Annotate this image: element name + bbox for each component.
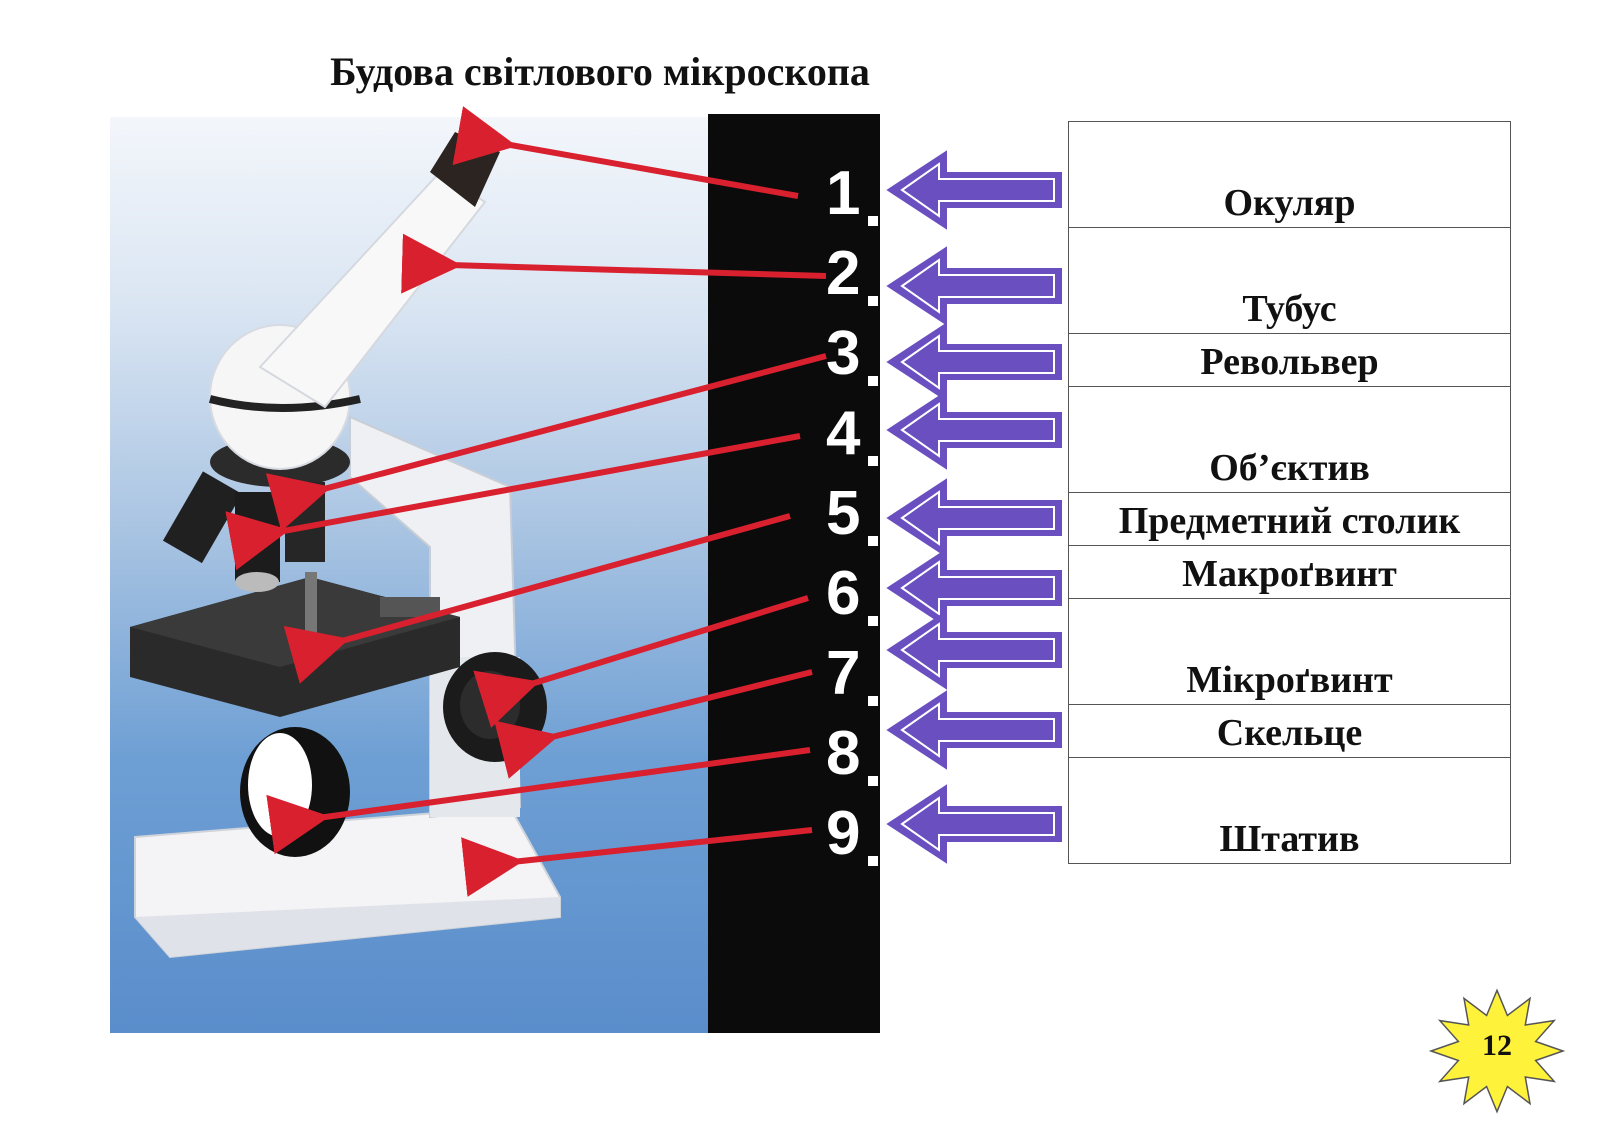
label-cell-4: Об’єктив: [1069, 387, 1510, 493]
part-number-1: 1: [826, 159, 861, 228]
label-cell-5: Предметний столик: [1069, 493, 1510, 546]
pointer-arrow-5: [283, 513, 791, 684]
number-dot: [868, 776, 878, 786]
block-arrow-outline: [900, 490, 1055, 546]
pointer-arrow-7: [494, 669, 813, 779]
block-arrow-1: [886, 150, 1062, 230]
label-cell-1: Окуляр: [1069, 122, 1510, 228]
block-arrow-7: [886, 610, 1062, 690]
block-arrow-4: [886, 390, 1062, 470]
block-arrow-outline: [900, 258, 1055, 314]
pointer-arrow-9: [461, 827, 813, 897]
pointer-arrow-3: [265, 353, 827, 532]
block-arrow-8: [886, 690, 1062, 770]
block-arrow-6: [886, 548, 1062, 628]
pointer-arrow-8: [266, 747, 811, 855]
page-title: Будова світлового мікроскопа: [330, 49, 870, 94]
part-number-2: 2: [826, 239, 861, 308]
number-dot: [868, 216, 878, 226]
block-arrow-outline: [900, 334, 1055, 390]
pointer-arrow-4: [225, 433, 801, 571]
objective-1: [162, 471, 242, 564]
tube: [258, 170, 487, 409]
block-arrow-outline: [900, 702, 1055, 758]
number-strip: [708, 114, 880, 1033]
block-arrow-outline: [900, 622, 1055, 678]
pointer-arrow-2: [401, 233, 827, 294]
block-arrow-outline: [900, 796, 1055, 852]
label-cell-2: Тубус: [1069, 228, 1510, 334]
part-number-9: 9: [826, 799, 861, 868]
block-arrow-9: [886, 784, 1062, 864]
part-number-6: 6: [826, 559, 861, 628]
number-dot: [868, 456, 878, 466]
number-dot: [868, 616, 878, 626]
pointer-arrow-1: [452, 106, 799, 199]
number-dot: [868, 536, 878, 546]
number-dot: [868, 696, 878, 706]
page-badge-star: [1428, 988, 1566, 1114]
label-cell-8: Скельце: [1069, 705, 1510, 758]
part-number-7: 7: [826, 639, 861, 708]
page-number: 12: [1482, 1029, 1512, 1062]
part-number-4: 4: [826, 399, 861, 468]
block-arrow-3: [886, 322, 1062, 402]
number-dot: [868, 376, 878, 386]
block-arrow-5: [886, 478, 1062, 558]
label-cell-3: Револьвер: [1069, 334, 1510, 387]
block-arrow-outline: [900, 402, 1055, 458]
part-number-8: 8: [826, 719, 861, 788]
block-arrow-outline: [900, 560, 1055, 616]
label-cell-7: Мікроґвинт: [1069, 599, 1510, 705]
label-cell-9: Штатив: [1069, 758, 1510, 864]
part-number-5: 5: [826, 479, 861, 548]
pointer-arrows: [225, 106, 827, 897]
pointer-arrow-6: [473, 595, 809, 728]
part-number-3: 3: [826, 319, 861, 388]
block-arrow-outline: [900, 162, 1055, 218]
label-cell-6: Макроґвинт: [1069, 546, 1510, 599]
number-dot: [868, 296, 878, 306]
number-dot: [868, 856, 878, 866]
block-arrow-2: [886, 246, 1062, 326]
block-arrows: [886, 150, 1062, 864]
